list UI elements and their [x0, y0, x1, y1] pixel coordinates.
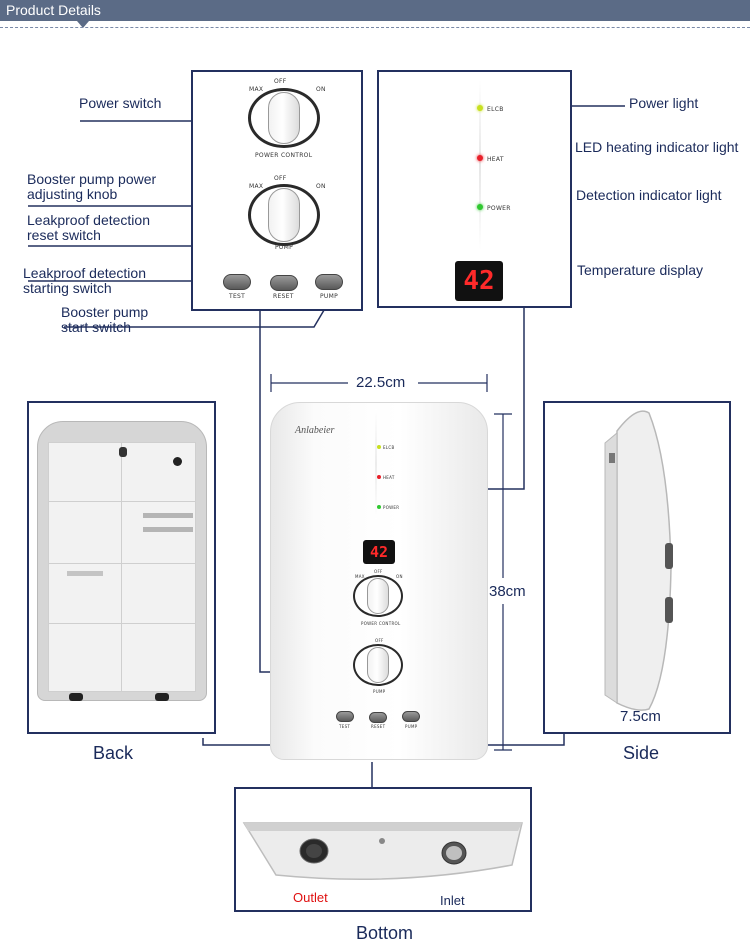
header-divider [0, 27, 750, 28]
section-title: Product Details [6, 2, 101, 18]
knob1-max-label: MAX [249, 86, 264, 93]
device-power-led [377, 505, 381, 509]
side-profile [604, 410, 673, 711]
back-slot-2 [143, 527, 193, 532]
back-rib-2 [49, 563, 195, 564]
temperature-display: 42 [455, 261, 503, 301]
device-heat-label: HEAT [383, 475, 395, 480]
pump-button-label: PUMP [320, 293, 339, 300]
knob2-on-label: ON [316, 183, 326, 190]
back-slot-1 [143, 513, 193, 518]
side-caption: Side [623, 743, 660, 763]
callout-leak-start-line2: starting switch [23, 280, 112, 296]
callout-leak-reset-line1: Leakproof detection [27, 212, 150, 228]
section-header-bar [0, 0, 750, 21]
knob2-off-label: OFF [274, 175, 287, 182]
inlet-label: Inlet [440, 893, 465, 908]
back-view-panel [27, 401, 216, 734]
callout-booster-start-line2: start switch [61, 319, 132, 335]
device-knob1-caption: POWER CONTROL [361, 621, 401, 626]
back-hanger-hole [119, 447, 127, 457]
device-power-label: POWER [383, 505, 400, 510]
back-foot-left [69, 693, 83, 701]
device-test-button[interactable] [336, 711, 354, 722]
elcb-led [477, 105, 483, 111]
device-knob1-grip [367, 578, 389, 614]
height-dimension: 38cm [489, 583, 526, 600]
callout-temperature-display: Temperature display [577, 262, 704, 278]
back-rib-vertical [121, 443, 122, 691]
device-heat-led [377, 475, 381, 479]
device-temperature-value: 42 [369, 543, 389, 561]
callout-booster-knob-line2: adjusting knob [27, 186, 118, 202]
knob1-grip [268, 92, 300, 144]
power-led [477, 204, 483, 210]
device-pump-knob[interactable] [353, 644, 403, 686]
test-button[interactable] [223, 274, 251, 290]
device-knob2-off: OFF [375, 638, 384, 643]
device-knob1-max: MAX [355, 574, 365, 579]
pump-button[interactable] [315, 274, 343, 290]
bottom-view-panel: Outlet Inlet [234, 787, 532, 912]
knob2-caption: PUMP [275, 244, 294, 251]
back-caption: Back [93, 743, 134, 763]
device-knob1-off: OFF [374, 569, 383, 574]
callout-booster-start-line1: Booster pump [61, 304, 149, 320]
depth-dimension: 7.5cm [620, 708, 661, 725]
back-rib-3 [49, 623, 195, 624]
callout-led-heating: LED heating indicator light [575, 139, 739, 155]
heat-label: HEAT [487, 156, 504, 163]
device-knob2-grip [367, 647, 389, 683]
back-housing [37, 421, 207, 701]
device-elcb-label: ELCB [383, 445, 395, 450]
temperature-value: 42 [463, 266, 495, 296]
device-reset-label: RESET [371, 724, 386, 729]
device-test-label: TEST [339, 724, 351, 729]
indicator-panel-closeup: ELCB HEAT POWER 42 [377, 70, 572, 308]
callout-leak-reset-line2: reset switch [27, 227, 101, 243]
knob2-max-label: MAX [249, 183, 264, 190]
back-cable-port [173, 457, 182, 466]
bottom-profile [242, 822, 523, 880]
device-pump-button[interactable] [402, 711, 420, 722]
power-label: POWER [487, 205, 511, 212]
callout-booster-knob-line1: Booster pump power [27, 171, 157, 187]
brand-logo: Anlabeier [295, 425, 335, 436]
device-reset-button[interactable] [369, 712, 387, 723]
device-knob2-caption: PUMP [373, 689, 386, 694]
bottom-caption: Bottom [356, 923, 414, 943]
header-pointer [77, 21, 89, 28]
device-indicator-strip [375, 409, 377, 519]
callout-power-light: Power light [629, 95, 699, 111]
heat-led [477, 155, 483, 161]
side-view-panel: 7.5cm [543, 401, 731, 734]
control-panel-closeup: OFF MAX ON POWER CONTROL OFF MAX ON PUMP… [191, 70, 363, 311]
back-rib-1 [49, 501, 195, 502]
outlet-label: Outlet [293, 890, 328, 905]
callout-detection-light: Detection indicator light [576, 187, 722, 203]
device-elcb-led [377, 445, 381, 449]
reset-button[interactable] [270, 275, 298, 291]
callout-leak-start-line1: Leakproof detection [23, 265, 146, 281]
width-dimension: 22.5cm [356, 374, 406, 391]
elcb-label: ELCB [487, 106, 504, 113]
reset-button-label: RESET [273, 293, 294, 300]
callout-power-switch: Power switch [79, 95, 162, 111]
pump-knob[interactable] [248, 184, 320, 246]
device-knob1-on: ON [396, 574, 403, 579]
back-slot-3 [67, 571, 103, 576]
power-control-knob[interactable] [248, 88, 320, 148]
device-pump-label: PUMP [405, 724, 418, 729]
indicator-strip [479, 80, 481, 250]
water-heater-front: Anlabeier ELCB HEAT POWER 42 OFF MAX ON … [270, 402, 488, 760]
test-button-label: TEST [229, 293, 246, 300]
device-power-knob[interactable] [353, 575, 403, 617]
knob1-on-label: ON [316, 86, 326, 93]
knob1-off-label: OFF [274, 78, 287, 85]
knob1-caption: POWER CONTROL [255, 152, 313, 159]
device-temperature-display: 42 [363, 540, 395, 564]
knob2-grip [268, 188, 300, 242]
back-plate [48, 442, 196, 692]
back-foot-right [155, 693, 169, 701]
